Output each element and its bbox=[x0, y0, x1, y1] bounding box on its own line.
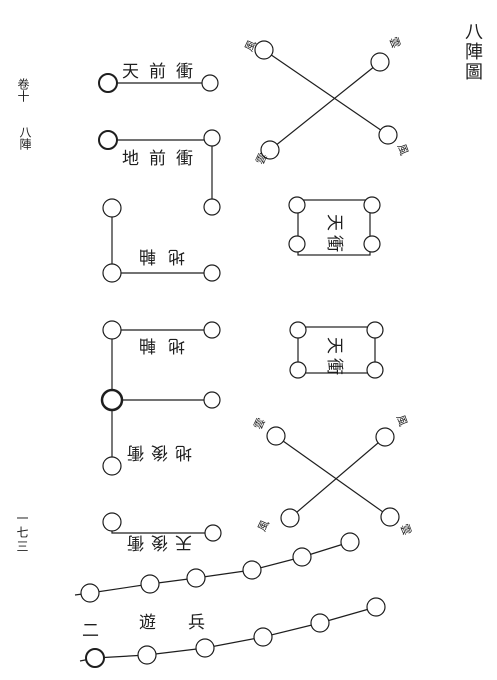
label-yun-top-right: 雲 bbox=[387, 35, 403, 50]
label-tian-heng-1: 天衝 bbox=[324, 214, 344, 256]
you-bing-upper-circle-1 bbox=[80, 583, 100, 603]
label-di-qian-heng: 地前衝 bbox=[122, 149, 203, 169]
you-bing-lower-circle-2 bbox=[137, 645, 157, 665]
label-feng-mid-right: 風 bbox=[395, 142, 411, 157]
tian-heng-2-circle-bottom-left bbox=[289, 361, 307, 379]
di-hou-heng-circle-bottom bbox=[102, 456, 122, 476]
label-tian-qian-heng: 天前衝 bbox=[122, 62, 203, 82]
label-feng-top-left: 風 bbox=[242, 38, 258, 53]
volume-label: 卷十 bbox=[16, 78, 30, 102]
label-feng-bottom-left: 風 bbox=[255, 518, 271, 533]
tian-hou-heng-circle-left bbox=[102, 512, 122, 532]
you-bing-line-upper bbox=[74, 541, 351, 596]
tian-heng-2-circle-top-left bbox=[289, 321, 307, 339]
page-title: 八陣圖 bbox=[462, 22, 483, 82]
tian-hou-heng-circle-right bbox=[204, 524, 222, 542]
di-qian-heng-circle-top bbox=[203, 129, 221, 147]
lower-cross-line-2 bbox=[289, 436, 386, 519]
label-tian-hou-heng: 天後衝 bbox=[120, 532, 192, 552]
you-bing-upper-circle-4 bbox=[242, 560, 262, 580]
lower-cross-circle-top-right bbox=[375, 427, 395, 447]
tian-qian-heng-circle-right bbox=[201, 74, 219, 92]
you-bing-lower-circle-1 bbox=[85, 648, 105, 668]
di-hou-heng-circle-right bbox=[203, 391, 221, 409]
upper-cross-line-2 bbox=[269, 61, 381, 151]
tian-heng-1-circle-top-right bbox=[363, 196, 381, 214]
upper-cross-circle-top-left bbox=[254, 40, 274, 60]
di-zhou-2-circle-right bbox=[203, 321, 221, 339]
upper-cross-line-1 bbox=[263, 49, 389, 136]
label-you-bing: 遊兵 bbox=[139, 613, 237, 633]
you-bing-upper-circle-3 bbox=[186, 568, 206, 588]
page-number: 一七三 bbox=[15, 512, 29, 554]
upper-cross-circle-bottom-right bbox=[378, 125, 398, 145]
upper-cross-circle-bottom-left bbox=[260, 140, 280, 160]
you-bing-lower-circle-5 bbox=[310, 613, 330, 633]
di-hou-heng-circle-left bbox=[100, 388, 124, 412]
tian-hou-heng-line bbox=[111, 522, 213, 534]
tian-heng-box-1 bbox=[297, 199, 371, 256]
tian-heng-box-2 bbox=[297, 326, 376, 374]
label-er: 二 bbox=[82, 621, 99, 641]
di-qian-heng-circle-left bbox=[98, 130, 118, 150]
you-bing-upper-circle-2 bbox=[140, 574, 160, 594]
label-di-hou-heng: 地後衝 bbox=[120, 442, 192, 462]
label-yun-mid-left: 雲 bbox=[253, 151, 269, 166]
lower-cross-circle-bottom-left bbox=[280, 508, 300, 528]
label-di-zhou-1: 地軸 bbox=[127, 246, 185, 266]
di-qian-heng-circle-bottom bbox=[203, 198, 221, 216]
tian-heng-1-circle-bottom-right bbox=[363, 235, 381, 253]
tian-qian-heng-circle-left bbox=[98, 73, 118, 93]
label-tian-heng-2: 天衝 bbox=[324, 337, 344, 379]
you-bing-lower-circle-3 bbox=[195, 638, 215, 658]
chapter-label: 八陣 bbox=[18, 126, 32, 150]
lower-cross-circle-bottom-right bbox=[380, 507, 400, 527]
di-zhou-1-circle-corner bbox=[102, 263, 122, 283]
lower-cross-circle-top-left bbox=[266, 426, 286, 446]
di-zhou-1-circle-top bbox=[102, 198, 122, 218]
label-di-zhou-2: 地軸 bbox=[127, 335, 185, 355]
tian-heng-1-circle-bottom-left bbox=[288, 235, 306, 253]
label-feng-low-right: 風 bbox=[394, 413, 410, 428]
di-zhou-2-circle-corner bbox=[102, 320, 122, 340]
tian-heng-2-circle-bottom-right bbox=[366, 361, 384, 379]
di-zhou-1-circle-right bbox=[203, 264, 221, 282]
you-bing-lower-circle-4 bbox=[253, 627, 273, 647]
you-bing-lower-circle-6 bbox=[366, 597, 386, 617]
you-bing-upper-circle-6 bbox=[340, 532, 360, 552]
lower-cross-line-1 bbox=[275, 435, 391, 518]
label-yun-low-left: 雲 bbox=[251, 416, 267, 431]
you-bing-upper-circle-5 bbox=[292, 547, 312, 567]
tian-heng-2-circle-top-right bbox=[366, 321, 384, 339]
label-yun-bottom-right: 雲 bbox=[398, 522, 414, 537]
tian-heng-1-circle-top-left bbox=[288, 196, 306, 214]
upper-cross-circle-top-right bbox=[370, 52, 390, 72]
